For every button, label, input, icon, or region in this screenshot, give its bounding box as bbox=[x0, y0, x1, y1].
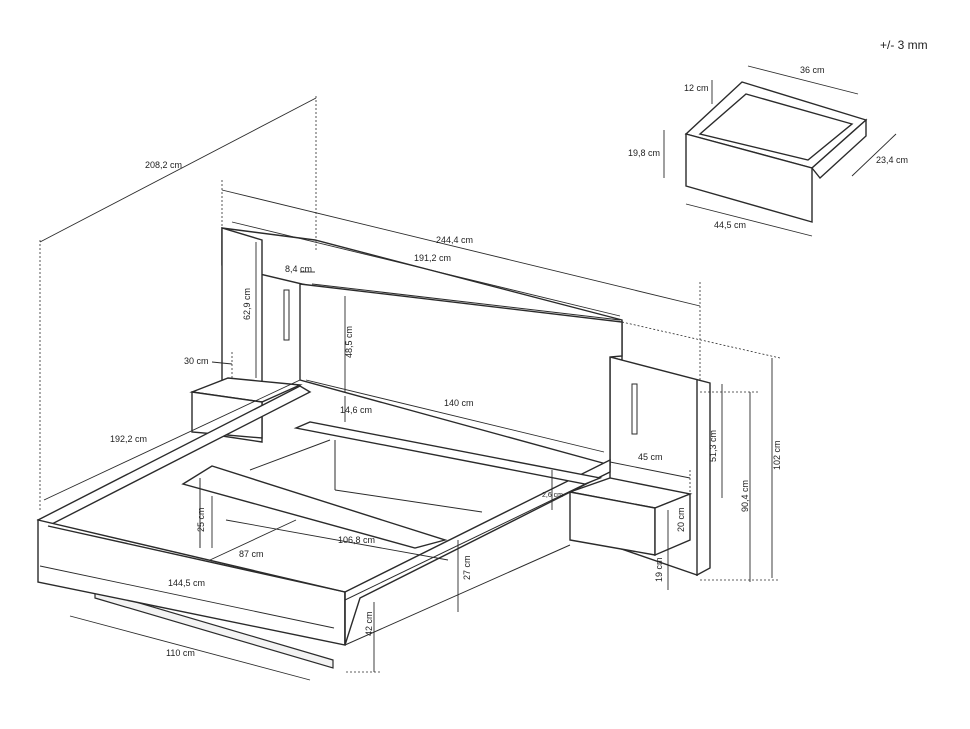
slat-length-line bbox=[225, 519, 449, 561]
overall-length-line bbox=[39, 97, 317, 243]
base-width-line bbox=[69, 615, 311, 681]
frame-width-line bbox=[39, 565, 335, 629]
drawer-width-line bbox=[747, 65, 859, 95]
label-total-height: 102 cm bbox=[772, 440, 782, 470]
right-nightstand-side bbox=[654, 492, 691, 557]
frame-bottom-edge bbox=[344, 544, 571, 646]
mattress-width-line bbox=[305, 379, 605, 453]
label-shelf-depth: 30 cm bbox=[184, 356, 209, 366]
label-nightstand-width: 45 cm bbox=[638, 452, 663, 462]
label-shelf-gap: 14,6 cm bbox=[340, 405, 372, 415]
frame-rail-edge bbox=[344, 471, 611, 601]
label-nightstand-elevation: 19 cm bbox=[654, 557, 664, 582]
label-drawer-front-height: 12 cm bbox=[684, 83, 709, 93]
label-frame-width: 144,5 cm bbox=[168, 578, 205, 588]
label-frame-length: 192,2 cm bbox=[110, 434, 147, 444]
shelf-depth-line bbox=[211, 361, 233, 365]
label-drawer-height: 19,8 cm bbox=[628, 148, 660, 158]
label-headboard-height: 62,9 cm bbox=[242, 288, 252, 320]
label-slat-span: 87 cm bbox=[239, 549, 264, 559]
tolerance-note: +/- 3 mm bbox=[880, 38, 928, 52]
drawer-side bbox=[811, 118, 867, 180]
base-plinth bbox=[94, 589, 334, 669]
drawer-front bbox=[685, 133, 813, 223]
label-drawer-depth: 23,4 cm bbox=[876, 155, 908, 165]
label-overall-length: 208,2 cm bbox=[145, 160, 182, 170]
label-side-panel-height: 51,3 cm bbox=[708, 430, 718, 462]
label-lamp-offset: 8,4 cm bbox=[285, 264, 312, 274]
label-headboard-width: 191,2 cm bbox=[414, 253, 451, 263]
label-drawer-front-width: 44,5 cm bbox=[714, 220, 746, 230]
label-mattress-width: 140 cm bbox=[444, 398, 474, 408]
left-nightstand-front bbox=[191, 391, 263, 439]
frame-right-rail bbox=[344, 458, 611, 646]
headboard-width-line bbox=[231, 221, 621, 317]
ext-9 bbox=[621, 321, 781, 359]
label-slat-height: 25 cm bbox=[196, 507, 206, 532]
drawer-depth-line bbox=[851, 133, 897, 177]
label-rail-thickness: 2,6 cm bbox=[542, 492, 563, 499]
label-frame-height: 27 cm bbox=[462, 555, 472, 580]
nightstand-width-line bbox=[609, 461, 691, 479]
slat-span-line bbox=[209, 519, 297, 561]
slat-support-4 bbox=[249, 439, 331, 471]
label-slat-length: 106,8 cm bbox=[338, 535, 375, 545]
drawer-drawing bbox=[684, 81, 868, 223]
drawer-front-width-line bbox=[685, 203, 813, 237]
label-drawer-width: 36 cm bbox=[800, 65, 825, 75]
drawer-inner bbox=[698, 93, 854, 161]
slat-back bbox=[293, 421, 603, 485]
dimension-labels: 208,2 cm 244,4 cm 191,2 cm 8,4 cm 62,9 c… bbox=[110, 65, 908, 658]
overall-width-line bbox=[221, 189, 701, 307]
label-overall-width: 244,4 cm bbox=[436, 235, 473, 245]
left-lamp bbox=[283, 289, 290, 341]
label-base-width: 110 cm bbox=[166, 648, 195, 658]
frame-inner-edge bbox=[47, 525, 346, 593]
bed-drawing bbox=[36, 227, 711, 669]
label-cushion-height: 48,5 cm bbox=[344, 326, 354, 358]
slat-middle bbox=[181, 465, 448, 549]
label-side-height: 90,4 cm bbox=[740, 480, 750, 512]
cushion-top-edge bbox=[311, 283, 621, 321]
slat-support-3 bbox=[334, 489, 483, 513]
frame-length-line bbox=[43, 379, 301, 501]
label-bed-height: 42 cm bbox=[364, 611, 374, 636]
dimension-lines bbox=[39, 65, 897, 681]
right-lamp bbox=[631, 383, 638, 435]
label-nightstand-height: 20 cm bbox=[676, 507, 686, 532]
